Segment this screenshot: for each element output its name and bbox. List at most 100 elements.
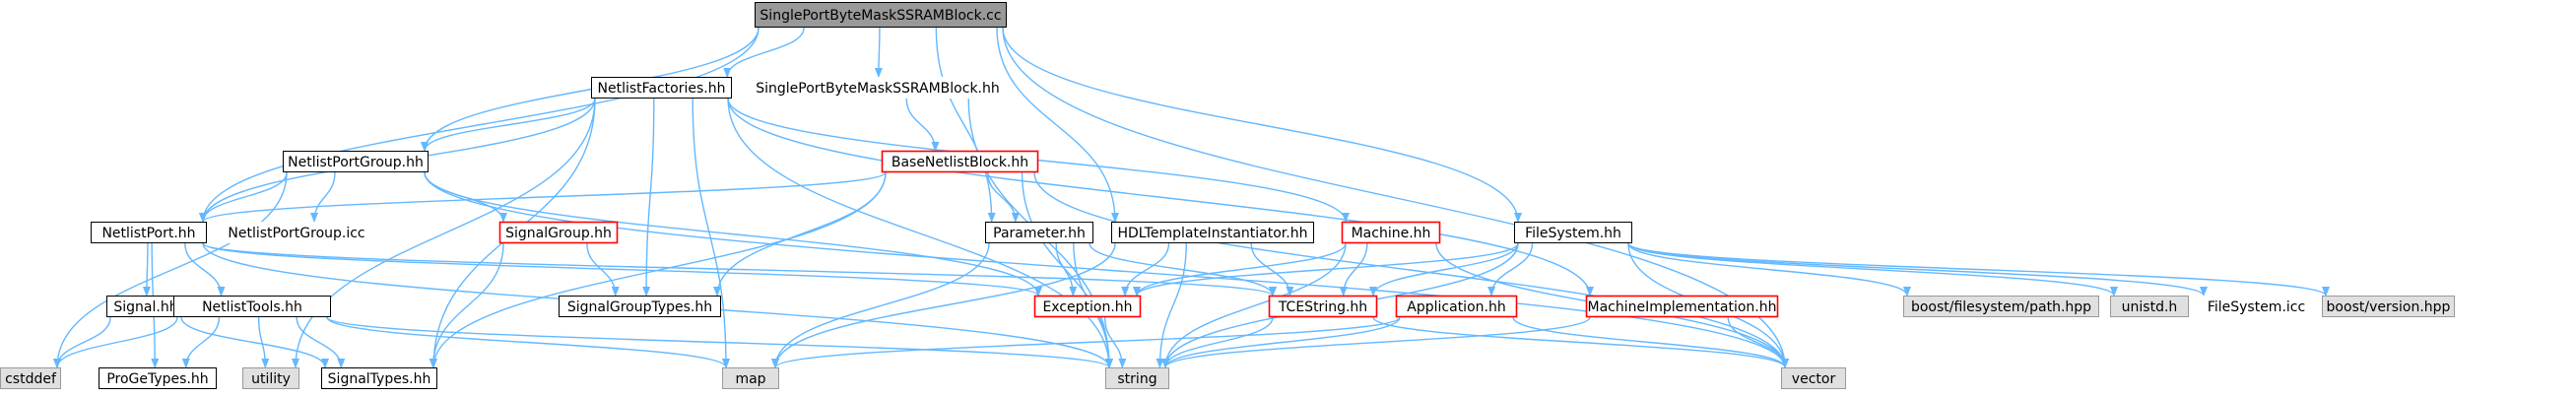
- edge-param-to-tce: [1089, 242, 1277, 297]
- node-param[interactable]: Parameter.hh: [985, 222, 1093, 243]
- node-box-unistd: [2110, 296, 2189, 317]
- edge-fs-to-tce: [1369, 242, 1519, 297]
- edge-bnb-to-sgt: [713, 171, 887, 297]
- edge-nf-to-sgt: [642, 98, 655, 297]
- edge-npg-to-vector: [424, 171, 1789, 368]
- edge-mi-to-string: [1161, 316, 1591, 368]
- node-fsicc[interactable]: FileSystem.icc: [2200, 296, 2313, 317]
- node-st[interactable]: SignalTypes.hh: [321, 367, 437, 389]
- node-box-fs: [1514, 222, 1632, 243]
- edge-fs-to-unistd: [1627, 242, 2118, 297]
- node-box-root: [755, 2, 1007, 28]
- node-box-sg: [498, 221, 619, 244]
- node-box-string: [1105, 367, 1169, 389]
- node-label-utility: utility: [251, 371, 291, 387]
- edge-fs-to-bver: [1627, 242, 2330, 297]
- node-label-fs: FileSystem.hh: [1525, 226, 1621, 241]
- edge-nt-to-utility: [257, 316, 270, 368]
- node-fs[interactable]: FileSystem.hh: [1514, 222, 1632, 243]
- edge-spbh-to-bnb: [905, 98, 940, 152]
- node-box-bfp: [1903, 296, 2099, 317]
- node-box-npgicc: [222, 222, 371, 243]
- node-string: string: [1105, 367, 1169, 389]
- edge-bnb-to-st: [429, 171, 887, 368]
- node-tce[interactable]: TCEString.hh: [1268, 295, 1378, 318]
- node-label-pgt: ProGeTypes.hh: [106, 371, 208, 387]
- edge-sg-to-sgt: [586, 242, 620, 297]
- node-label-tce: TCEString.hh: [1278, 299, 1367, 315]
- node-label-bfp: boost/filesystem/path.hpp: [1911, 299, 2091, 315]
- node-label-nf: NetlistFactories.hh: [598, 81, 726, 97]
- edge-mach-to-exc: [1133, 242, 1347, 297]
- edge-app-to-map: [771, 316, 1401, 368]
- edge-sg-to-st: [429, 242, 504, 368]
- node-label-map: map: [735, 371, 765, 387]
- node-cstddef: cstddef: [0, 367, 61, 389]
- edge-nf-to-string: [727, 98, 1113, 368]
- node-root[interactable]: SinglePortByteMaskSSRAMBlock.cc: [755, 2, 1007, 28]
- edge-root-to-nf: [723, 27, 805, 78]
- edge-fs-to-fsicc: [1627, 242, 2208, 297]
- edge-root-to-np: [199, 27, 760, 223]
- node-label-mi: MachineImplementation.hh: [1588, 299, 1777, 315]
- node-bfp: boost/filesystem/path.hpp: [1903, 296, 2099, 317]
- node-nt[interactable]: NetlistTools.hh: [173, 296, 331, 317]
- node-pgt[interactable]: ProGeTypes.hh: [99, 367, 217, 389]
- node-bnb[interactable]: BaseNetlistBlock.hh: [881, 150, 1039, 173]
- edge-fs-to-bfp: [1627, 242, 1911, 297]
- node-nf[interactable]: NetlistFactories.hh: [591, 77, 732, 99]
- node-label-npg: NetlistPortGroup.hh: [288, 155, 424, 170]
- node-label-hdl: HDLTemplateInstantiator.hh: [1118, 226, 1308, 241]
- edge-nf-to-mi: [727, 98, 1594, 297]
- edge-hdl-to-string: [1156, 242, 1187, 368]
- node-box-np: [91, 222, 207, 243]
- edge-hdl-to-exc: [1121, 242, 1170, 297]
- node-label-bnb: BaseNetlistBlock.hh: [892, 155, 1028, 170]
- node-box-fsicc: [2200, 296, 2313, 317]
- edge-bnb-to-np: [199, 171, 887, 223]
- node-sg[interactable]: SignalGroup.hh: [498, 221, 619, 244]
- node-label-string: string: [1117, 371, 1156, 387]
- node-app[interactable]: Application.hh: [1395, 295, 1518, 318]
- edge-np-to-sig: [142, 242, 151, 297]
- edge-nt-to-pgt: [181, 316, 221, 368]
- node-npg[interactable]: NetlistPortGroup.hh: [283, 151, 429, 172]
- node-label-mach: Machine.hh: [1352, 226, 1431, 241]
- node-box-utility: [242, 367, 299, 389]
- node-vector: vector: [1781, 367, 1846, 389]
- node-label-st: SignalTypes.hh: [328, 371, 431, 387]
- node-hdl[interactable]: HDLTemplateInstantiator.hh: [1111, 222, 1314, 243]
- node-box-bver: [2322, 296, 2455, 317]
- edge-sig-to-st: [180, 316, 329, 368]
- node-mi[interactable]: MachineImplementation.hh: [1585, 295, 1779, 318]
- nodes-layer: SinglePortByteMaskSSRAMBlock.ccNetlistFa…: [0, 2, 2455, 389]
- edge-nf-to-map: [692, 98, 730, 368]
- edge-np-to-nt: [184, 242, 226, 297]
- node-sig[interactable]: Signal.hh: [106, 296, 185, 317]
- edge-root-to-hdl: [996, 27, 1119, 223]
- node-box-app: [1395, 295, 1518, 318]
- edge-npg-to-cstddef: [53, 171, 288, 368]
- node-npgicc[interactable]: NetlistPortGroup.icc: [222, 222, 371, 243]
- node-box-mi: [1585, 295, 1779, 318]
- edge-nt-to-map: [326, 316, 730, 368]
- edge-param-to-map: [771, 242, 990, 368]
- node-exc[interactable]: Exception.hh: [1033, 295, 1142, 318]
- node-np[interactable]: NetlistPort.hh: [91, 222, 207, 243]
- node-label-cstddef: cstddef: [5, 371, 57, 387]
- node-mach[interactable]: Machine.hh: [1341, 221, 1441, 244]
- node-label-spbh: SinglePortByteMaskSSRAMBlock.hh: [756, 81, 1000, 97]
- edge-mi-to-vector: [1727, 316, 1789, 368]
- node-label-sg: SignalGroup.hh: [505, 226, 612, 241]
- node-sgt[interactable]: SignalGroupTypes.hh: [559, 296, 721, 317]
- node-bver: boost/version.hpp: [2322, 296, 2455, 317]
- edge-nt-to-st: [296, 316, 346, 368]
- node-spbh[interactable]: SinglePortByteMaskSSRAMBlock.hh: [749, 77, 1007, 99]
- node-map: map: [722, 367, 779, 389]
- node-label-root: SinglePortByteMaskSSRAMBlock.cc: [760, 8, 1001, 24]
- node-box-mach: [1341, 221, 1441, 244]
- edge-np-to-tce: [202, 242, 1277, 297]
- node-box-map: [722, 367, 779, 389]
